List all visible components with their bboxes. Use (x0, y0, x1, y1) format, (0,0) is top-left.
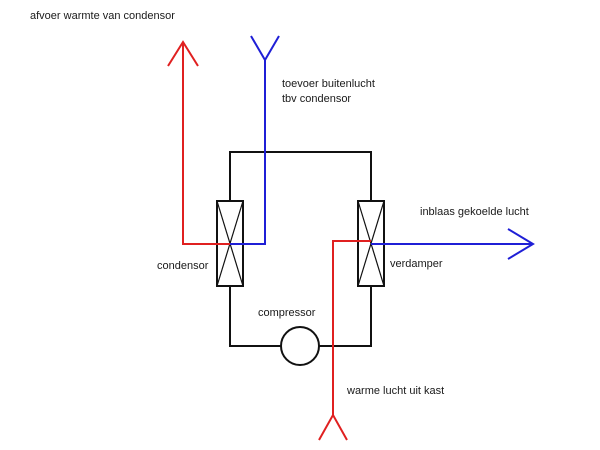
outside-air-label-line2: tbv condensor (282, 93, 352, 105)
outside-air-label: toevoer buitenlucht tbv condensor (282, 77, 375, 107)
refrigerant-loop-bottom-left (229, 286, 281, 347)
condenser-label: condensor (157, 260, 209, 272)
compressor-symbol (280, 326, 320, 366)
refrigerant-loop-top (229, 151, 372, 201)
condenser-exchanger (183, 200, 265, 287)
evaporator-label: verdamper (390, 258, 443, 270)
refrigerant-loop-bottom-right (319, 286, 372, 347)
cooled-air-label: inblaas gekoelde lucht (420, 206, 529, 218)
outside-air-label-line1: toevoer buitenlucht (282, 78, 375, 90)
heat-exhaust-label: afvoer warmte van condensor (30, 10, 175, 22)
compressor-label: compressor (258, 307, 316, 319)
cooled-air-arrowhead (507, 228, 535, 260)
outside-air-intake-fork (250, 35, 280, 62)
heat-exhaust-arrowhead (167, 40, 199, 67)
warm-air-intake-fork (318, 412, 348, 441)
evaporator-exchanger (333, 200, 390, 287)
warm-air-label: warme lucht uit kast (347, 385, 445, 397)
